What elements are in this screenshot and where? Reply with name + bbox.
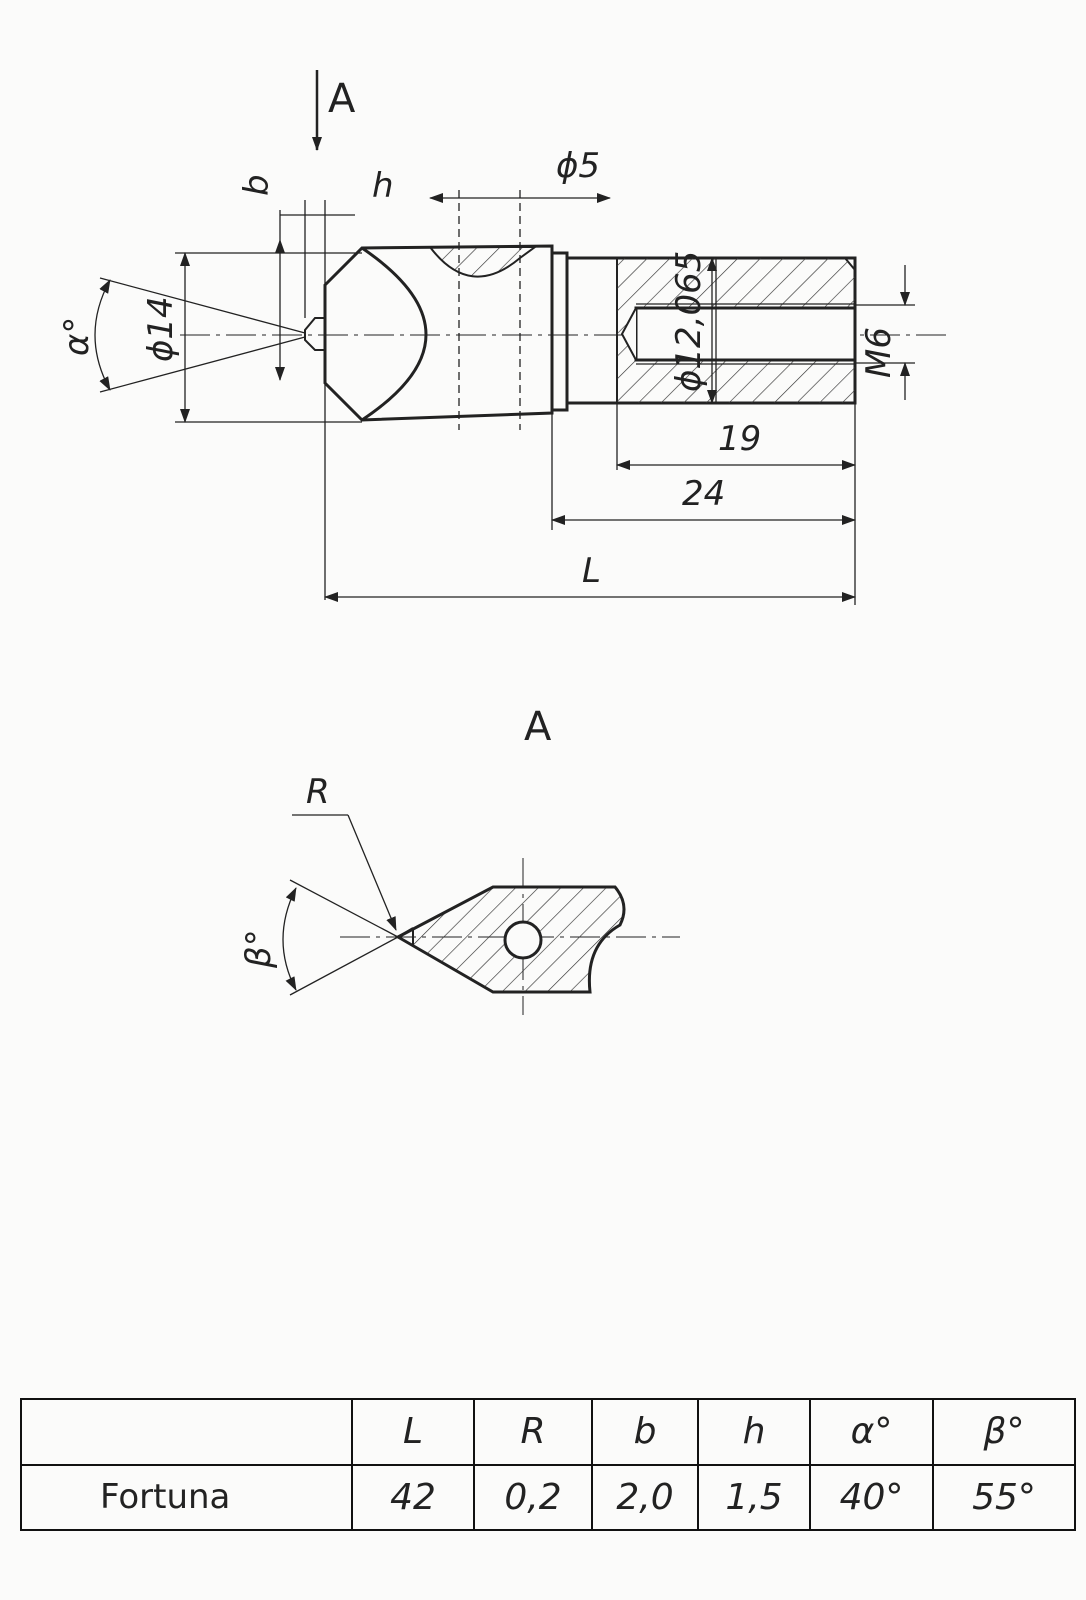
section-hole: [503, 920, 543, 960]
header-cell-r: R: [473, 1398, 593, 1466]
cell-alpha: 40°: [809, 1463, 934, 1531]
head-outline: [323, 244, 554, 422]
table-row: Fortuna 42 0,2 2,0 1,5 40° 55°: [20, 1463, 1076, 1531]
cell-h: 1,5: [697, 1463, 811, 1531]
table-header-row: L R b h α° β°: [20, 1398, 1076, 1466]
header-cell-h: h: [697, 1398, 811, 1466]
cell-l: 42: [351, 1463, 475, 1531]
header-cell-l: L: [351, 1398, 475, 1466]
main-view: [94, 70, 950, 605]
cell-r: 0,2: [473, 1463, 593, 1531]
dim-thread: M6: [859, 327, 899, 378]
cell-model: Fortuna: [20, 1463, 353, 1531]
dim-body-dia: ϕ14: [141, 296, 181, 362]
section-view: [282, 814, 680, 1015]
cutting-tip: [304, 317, 325, 351]
view-a-arrow-label: A: [328, 76, 356, 122]
shank-outline: [552, 251, 569, 412]
dim-beta: β°: [239, 929, 279, 969]
dim-24: 24: [682, 474, 725, 514]
header-cell-b: b: [591, 1398, 699, 1466]
cell-beta: 55°: [932, 1463, 1076, 1531]
relief-hatch: [427, 246, 539, 278]
dim-b: b: [237, 174, 277, 196]
dim-shank-dia: ϕ12,065: [669, 251, 709, 392]
header-cell-beta: β°: [932, 1398, 1076, 1466]
spec-table: L R b h α° β° Fortuna 42 0,2 2,0 1,5 40°…: [20, 1398, 1076, 1531]
dim-l: L: [582, 551, 601, 591]
dim-19: 19: [718, 419, 761, 459]
cell-b: 2,0: [591, 1463, 699, 1531]
view-a-title: A: [524, 704, 552, 750]
dim-hole-dia: ϕ5: [556, 146, 600, 186]
head-arc: [361, 246, 428, 422]
header-cell-alpha: α°: [809, 1398, 934, 1466]
dim-h: h: [372, 166, 394, 206]
header-cell-name: [20, 1398, 353, 1466]
dim-radius: R: [306, 772, 330, 812]
dim-alpha: α°: [57, 317, 97, 356]
